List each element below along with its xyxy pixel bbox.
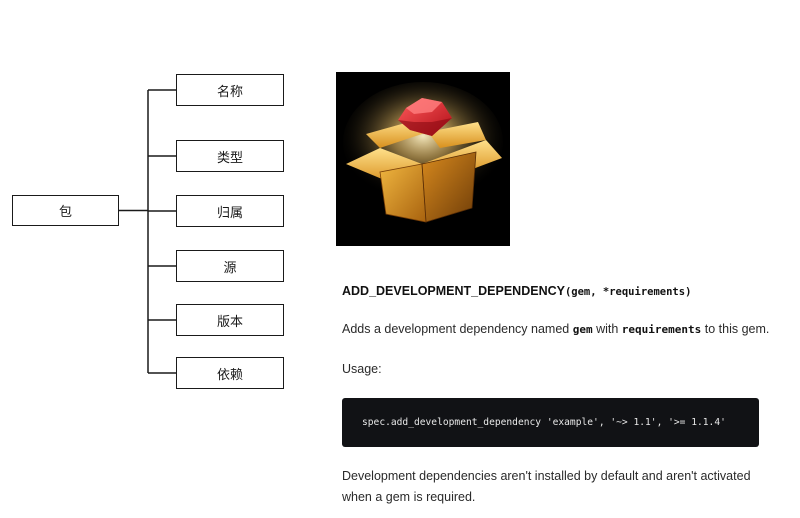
child-node-source: 源 — [176, 250, 284, 282]
tree-connectors — [119, 89, 176, 374]
usage-label: Usage: — [342, 362, 382, 376]
param-gem: gem — [572, 323, 593, 336]
ruby-gem-icon — [336, 72, 510, 246]
child-node-dependency: 依赖 — [176, 357, 284, 389]
description-prefix: Adds a development dependency named — [342, 322, 573, 336]
child-node-version: 版本 — [176, 304, 284, 336]
method-args: (gem, *requirements) — [564, 286, 692, 298]
child-node-label: 归属 — [216, 205, 243, 221]
method-name: ADD_DEVELOPMENT_DEPENDENCY — [342, 284, 565, 298]
method-description: Adds a development dependency named gem … — [342, 322, 769, 336]
root-node-label: 包 — [58, 205, 72, 220]
code-example: spec.add_development_dependency 'example… — [362, 417, 726, 428]
description-middle: with — [592, 322, 622, 336]
child-node-label: 源 — [223, 260, 237, 276]
child-node-label: 类型 — [216, 150, 243, 166]
code-example-block: spec.add_development_dependency 'example… — [342, 398, 759, 447]
child-node-type: 类型 — [176, 140, 284, 172]
child-node-ownership: 归属 — [176, 195, 284, 227]
child-node-label: 名称 — [216, 84, 243, 100]
root-node: 包 — [12, 195, 119, 226]
description-suffix: to this gem. — [701, 322, 770, 336]
method-signature: ADD_DEVELOPMENT_DEPENDENCY(gem, *require… — [342, 284, 691, 298]
footnote-paragraph: Development dependencies aren't installe… — [342, 469, 751, 504]
ruby-gem-box-image — [336, 72, 510, 246]
child-node-label: 版本 — [216, 314, 243, 330]
param-requirements: requirements — [621, 323, 702, 336]
child-node-name: 名称 — [176, 74, 284, 106]
child-node-label: 依赖 — [216, 367, 243, 383]
